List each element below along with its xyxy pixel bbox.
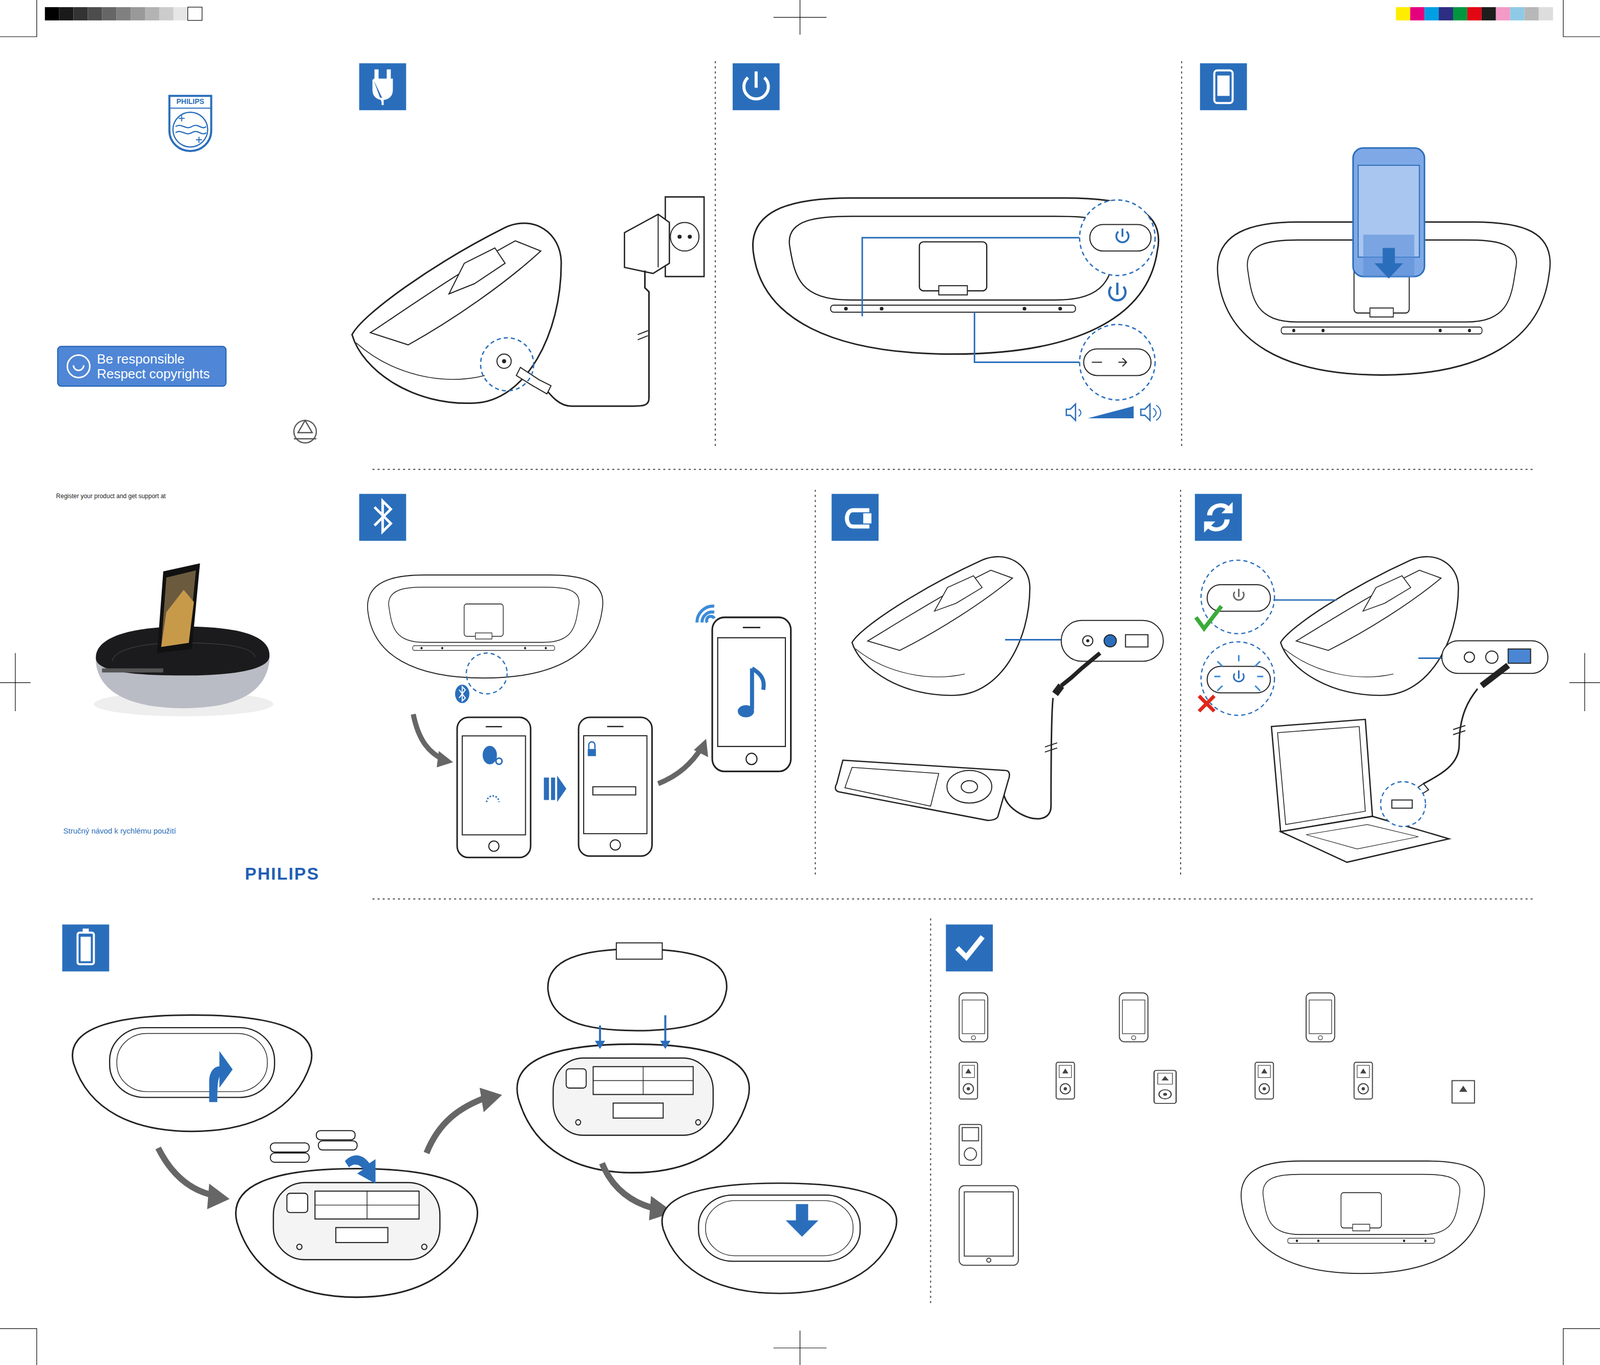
battery-install <box>72 943 897 1298</box>
philips-shield <box>169 95 212 152</box>
guide-title: Stručný návod k rychlému použití <box>63 827 177 836</box>
badge-text: Be responsible Respect copyrights <box>96 351 218 382</box>
brand-logo: PHILIPS <box>244 865 320 885</box>
register-note: Register your product and get support at <box>56 493 166 500</box>
logo-wordmark: PHILIPS <box>169 97 212 106</box>
bluetooth-pairing <box>367 574 792 858</box>
step-icons <box>62 63 1248 972</box>
audio-in <box>835 556 1164 821</box>
copyright-icon <box>65 353 93 380</box>
product-photo <box>93 563 274 717</box>
dock-phone <box>1217 147 1551 375</box>
compatible-devices <box>958 992 1485 1274</box>
usb-update <box>1196 556 1549 863</box>
copyright-badge: Be responsible Respect copyrights <box>57 346 227 388</box>
power-and-volume <box>752 198 1161 421</box>
power-connection <box>352 197 705 407</box>
recycle-symbol <box>293 420 317 443</box>
